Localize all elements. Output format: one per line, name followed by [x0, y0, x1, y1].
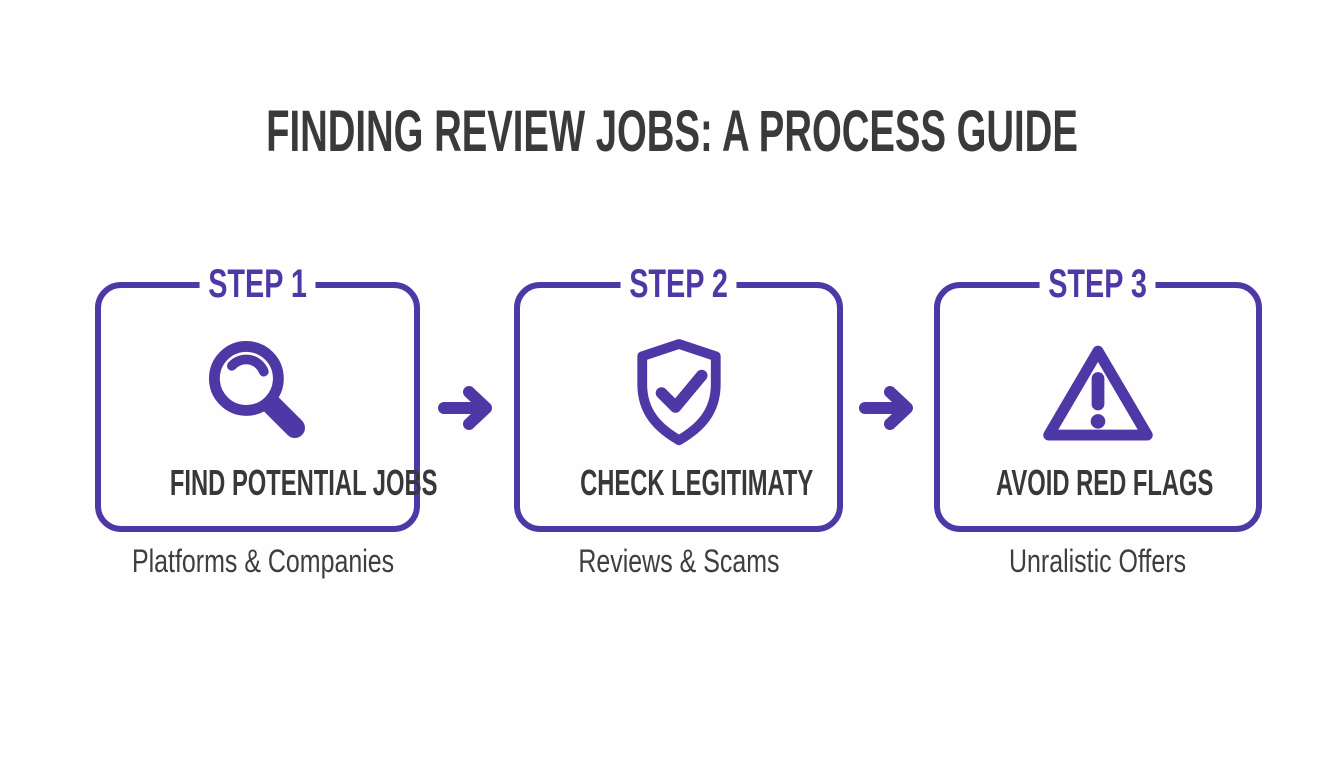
step-2-label-row: STEP 2	[520, 262, 837, 306]
step-1-label-row: STEP 1	[101, 262, 414, 306]
step-1-caption: Platforms & Companies	[131, 543, 395, 579]
magnifier-icon	[101, 330, 414, 454]
step-2-label: STEP 2	[620, 262, 737, 306]
step-2-caption: Reviews & Scams	[577, 543, 780, 579]
step-3-label-row: STEP 3	[940, 262, 1256, 306]
warning-triangle-icon	[940, 342, 1256, 446]
step-card-1: STEP 1 FIND POTENTIAL JOBS	[95, 262, 438, 532]
arrow-right-icon	[857, 382, 921, 434]
step-card-3: STEP 3 AVOID RED FLAGS	[934, 262, 1262, 532]
step-1-label: STEP 1	[199, 262, 316, 306]
step-2-heading: CHECK LEGITIMATY	[580, 462, 814, 503]
step-card-2: STEP 2 CHECK LEGITIMATY	[514, 262, 843, 532]
step-3-heading: AVOID RED FLAGS	[995, 462, 1214, 503]
step-3-caption: Unralistic Offers	[1009, 543, 1187, 579]
step-3-label: STEP 3	[1039, 262, 1156, 306]
arrow-right-icon	[436, 382, 500, 434]
step-1-heading: FIND POTENTIAL JOBS	[169, 462, 438, 503]
page-title: FINDING REVIEW JOBS: A PROCESS GUIDE	[266, 99, 1078, 164]
shield-check-icon	[520, 334, 837, 452]
